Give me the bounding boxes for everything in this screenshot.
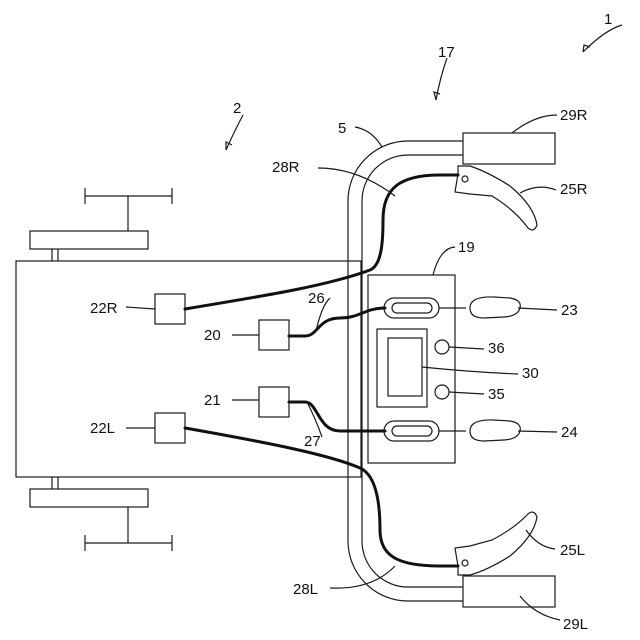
label-5: 5 [338,120,346,137]
label-21: 21 [204,392,221,409]
label-20: 20 [204,327,221,344]
grip-29L [463,576,555,607]
label-17: 17 [438,44,455,61]
brake-lever-25R [455,166,537,230]
box-21 [259,387,289,417]
brake-lever-25L [455,512,537,575]
grip-29R [463,133,555,164]
display-screen [388,338,422,396]
indicator-36 [435,340,449,354]
label-28R: 28R [272,159,300,176]
box-20 [259,320,289,350]
label-2: 2 [233,100,241,117]
label-26: 26 [308,290,325,307]
rear-axle-bottom [30,477,172,551]
label-1: 1 [604,11,612,28]
label-22R: 22R [90,300,118,317]
label-22L: 22L [90,420,115,437]
rear-axle-top [30,188,172,261]
label-29L: 29L [563,616,588,633]
label-35: 35 [488,386,505,403]
label-19: 19 [458,239,475,256]
box-22R [155,294,185,324]
label-25L: 25L [560,542,585,559]
label-28L: 28L [293,581,318,598]
label-27: 27 [304,433,321,450]
label-29R: 29R [560,107,588,124]
box-22L [155,413,185,443]
label-23: 23 [561,302,578,319]
label-30: 30 [522,365,539,382]
indicator-35 [435,385,449,399]
label-25R: 25R [560,181,588,198]
label-36: 36 [488,340,505,357]
label-24: 24 [561,424,578,441]
